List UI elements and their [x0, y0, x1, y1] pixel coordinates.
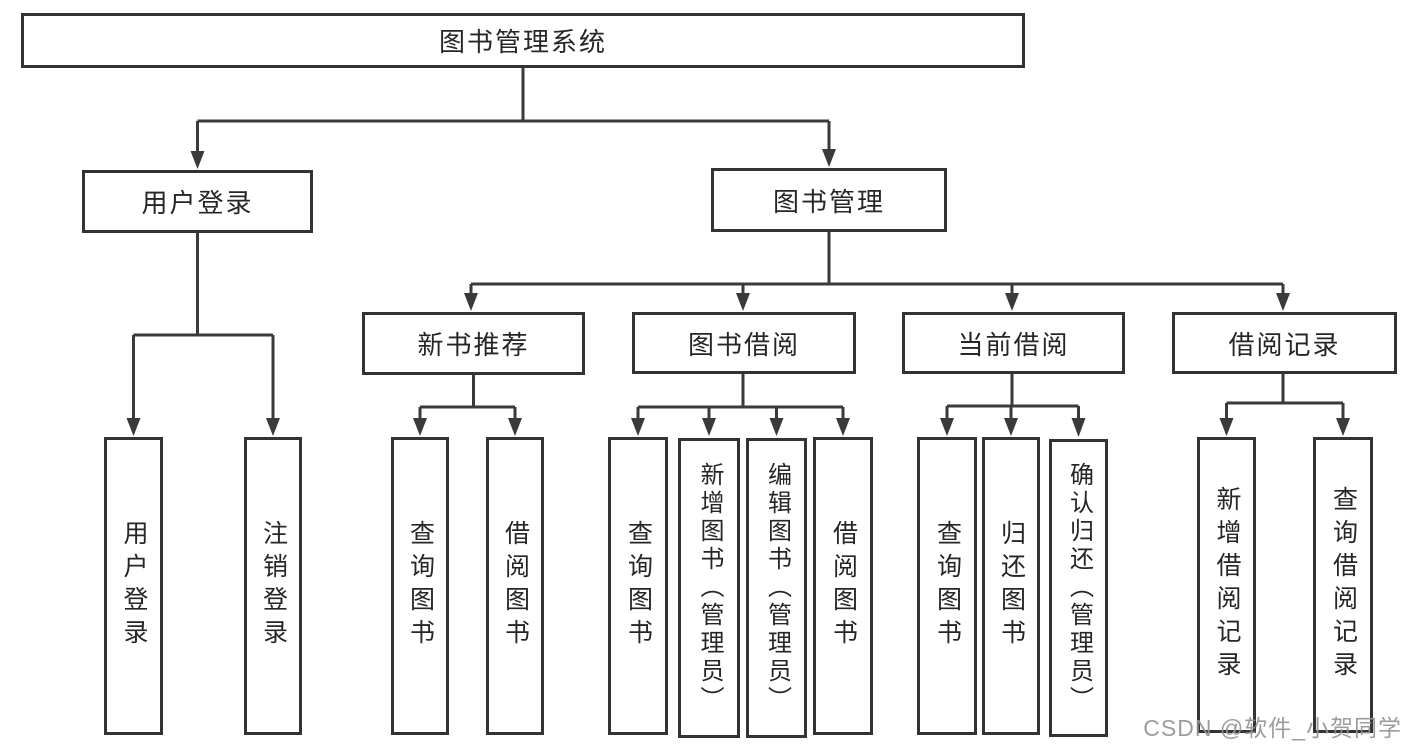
leaf-query-borrow-record: 查询借阅记录	[1313, 437, 1373, 733]
leaf-query-books-current-label: 查询图书	[933, 520, 962, 652]
csdn-watermark: CSDN @软件_小贺同学	[1143, 715, 1402, 741]
leaf-query-books-borrowing-label: 查询图书	[624, 520, 653, 652]
leaf-user-login-label: 用户登录	[120, 520, 148, 652]
node-current-borrowing-label: 当前借阅	[957, 329, 1070, 360]
node-book-management: 图书管理	[711, 168, 947, 232]
leaf-query-books-borrowing: 查询图书	[608, 437, 668, 735]
node-user-login: 用户登录	[82, 170, 313, 233]
connector-new-book-rec-to-leaves	[413, 374, 522, 436]
node-root-label: 图书管理系统	[438, 27, 607, 57]
leaf-user-login: 用户登录	[104, 437, 163, 735]
node-root-system: 图书管理系统	[21, 13, 1025, 68]
node-new-book-recommend-label: 新书推荐	[417, 330, 530, 360]
leaf-confirm-return-admin-label: 确认归还（管理员）	[1065, 462, 1093, 714]
leaf-return-books-label: 归还图书	[997, 520, 1026, 652]
connector-user-login-to-leaves	[126, 232, 280, 436]
leaf-query-books-current: 查询图书	[917, 437, 977, 735]
node-new-book-recommend: 新书推荐	[362, 312, 585, 375]
leaf-borrow-books-label: 借阅图书	[829, 520, 858, 652]
node-book-borrowing-label: 图书借阅	[687, 329, 800, 360]
node-book-borrowing: 图书借阅	[632, 312, 856, 374]
connector-book-mgmt-to-level3	[464, 231, 1290, 311]
leaf-add-books-admin: 新增图书（管理员）	[678, 438, 740, 738]
connector-book-borrow-to-leaves	[631, 373, 850, 436]
leaf-add-borrow-record-label: 新增借阅记录	[1213, 486, 1241, 684]
leaf-logout: 注销登录	[244, 437, 302, 735]
leaf-edit-books-admin: 编辑图书（管理员）	[746, 438, 807, 738]
leaf-confirm-return-admin: 确认归还（管理员）	[1049, 439, 1108, 737]
node-borrow-records-label: 借阅记录	[1228, 329, 1341, 360]
leaf-logout-label: 注销登录	[259, 520, 288, 652]
leaf-add-books-admin-label: 新增图书（管理员）	[696, 462, 723, 714]
leaf-borrow-books-recommend: 借阅图书	[486, 437, 544, 735]
leaf-return-books: 归还图书	[982, 437, 1040, 735]
leaf-add-borrow-record: 新增借阅记录	[1197, 437, 1256, 733]
leaf-query-borrow-record-label: 查询借阅记录	[1329, 486, 1358, 684]
leaf-edit-books-admin-label: 编辑图书（管理员）	[763, 462, 791, 714]
node-borrow-records: 借阅记录	[1172, 312, 1397, 374]
leaf-borrow-books: 借阅图书	[813, 437, 873, 735]
connector-borrow-records-to-leaves	[1219, 373, 1350, 436]
node-current-borrowing: 当前借阅	[902, 312, 1125, 374]
node-user-login-label: 用户登录	[141, 188, 254, 218]
node-book-management-label: 图书管理	[772, 186, 885, 217]
leaf-query-books-recommend-label: 查询图书	[406, 520, 435, 652]
leaf-query-books-recommend: 查询图书	[391, 437, 449, 735]
connector-current-borrow-to-leaves	[940, 373, 1086, 437]
connector-root-to-level2	[190, 67, 836, 169]
leaf-borrow-books-recommend-label: 借阅图书	[501, 520, 530, 652]
